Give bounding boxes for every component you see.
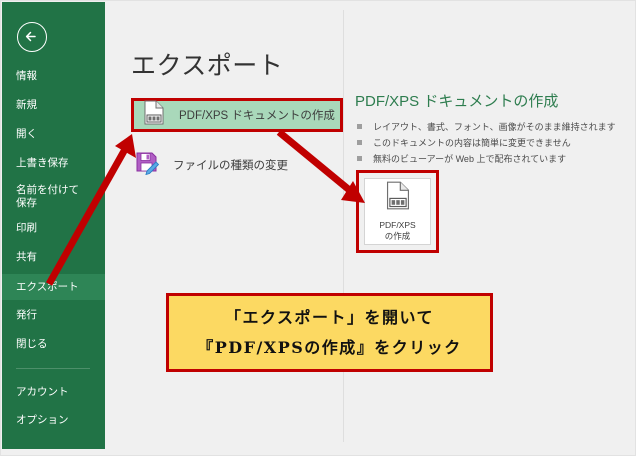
export-option-create-pdf-xps[interactable]: PDF/XPS ドキュメントの作成 xyxy=(131,98,343,132)
detail-bullet: レイアウト、書式、フォント、画像がそのまま維持されます xyxy=(357,120,616,133)
detail-bullet-text: 無料のビューアーが Web 上で配布されています xyxy=(373,154,567,164)
callout-line-2: 『PDF/XPSの作成』をクリック xyxy=(197,337,462,357)
sidebar-item-export[interactable]: エクスポート xyxy=(2,274,105,300)
sidebar-item-share[interactable]: 共有 xyxy=(16,251,37,263)
sidebar-item-new[interactable]: 新規 xyxy=(16,99,37,111)
sidebar-divider xyxy=(16,368,90,369)
detail-bullet: このドキュメントの内容は簡単に変更できません xyxy=(357,136,571,149)
pdf-document-icon xyxy=(385,181,411,215)
sidebar-item-info[interactable]: 情報 xyxy=(16,70,37,82)
export-option-change-file-type[interactable]: ファイルの種類の変更 xyxy=(135,150,335,180)
sidebar-item-options[interactable]: オプション xyxy=(16,414,69,426)
backstage-main-panel: エクスポート PDF/XPS ドキュメントの作成 xyxy=(105,2,634,454)
callout-line-1: 「エクスポート」を開いて xyxy=(224,307,435,327)
export-option-label: ファイルの種類の変更 xyxy=(173,160,288,172)
pdf-document-icon xyxy=(143,100,165,130)
bullet-square-icon xyxy=(357,156,362,161)
create-pdf-xps-button-label: PDF/XPS の作成 xyxy=(379,220,416,241)
sidebar-item-save[interactable]: 上書き保存 xyxy=(16,157,69,169)
sidebar-item-account[interactable]: アカウント xyxy=(16,386,69,398)
back-arrow-icon[interactable] xyxy=(17,22,47,52)
backstage-sidebar: 情報 新規 開く 上書き保存 名前を付けて 保存 印刷 共有 エクスポート 発行… xyxy=(2,2,105,449)
detail-bullet-text: レイアウト、書式、フォント、画像がそのまま維持されます xyxy=(373,122,616,132)
instruction-callout: 「エクスポート」を開いて 『PDF/XPSの作成』をクリック xyxy=(166,293,493,372)
panel-divider xyxy=(343,10,344,442)
detail-pane-title: PDF/XPS ドキュメントの作成 xyxy=(355,93,559,110)
sidebar-item-open[interactable]: 開く xyxy=(16,128,37,140)
detail-bullet: 無料のビューアーが Web 上で配布されています xyxy=(357,152,566,165)
create-pdf-xps-button-highlight: PDF/XPS の作成 xyxy=(356,170,439,253)
export-option-content: PDF/XPS ドキュメントの作成 xyxy=(134,100,340,130)
sidebar-item-save-as[interactable]: 名前を付けて 保存 xyxy=(16,184,79,209)
create-pdf-xps-button[interactable]: PDF/XPS の作成 xyxy=(364,178,431,245)
bullet-square-icon xyxy=(357,140,362,145)
save-as-disk-icon xyxy=(135,151,160,180)
page-title: エクスポート xyxy=(131,52,284,80)
sidebar-item-print[interactable]: 印刷 xyxy=(16,222,37,234)
sidebar-item-publish[interactable]: 発行 xyxy=(16,309,37,321)
sidebar-item-close[interactable]: 閉じる xyxy=(16,338,48,350)
export-option-label: PDF/XPS ドキュメントの作成 xyxy=(179,110,335,122)
bullet-square-icon xyxy=(357,124,362,129)
detail-bullet-text: このドキュメントの内容は簡単に変更できません xyxy=(373,138,571,148)
